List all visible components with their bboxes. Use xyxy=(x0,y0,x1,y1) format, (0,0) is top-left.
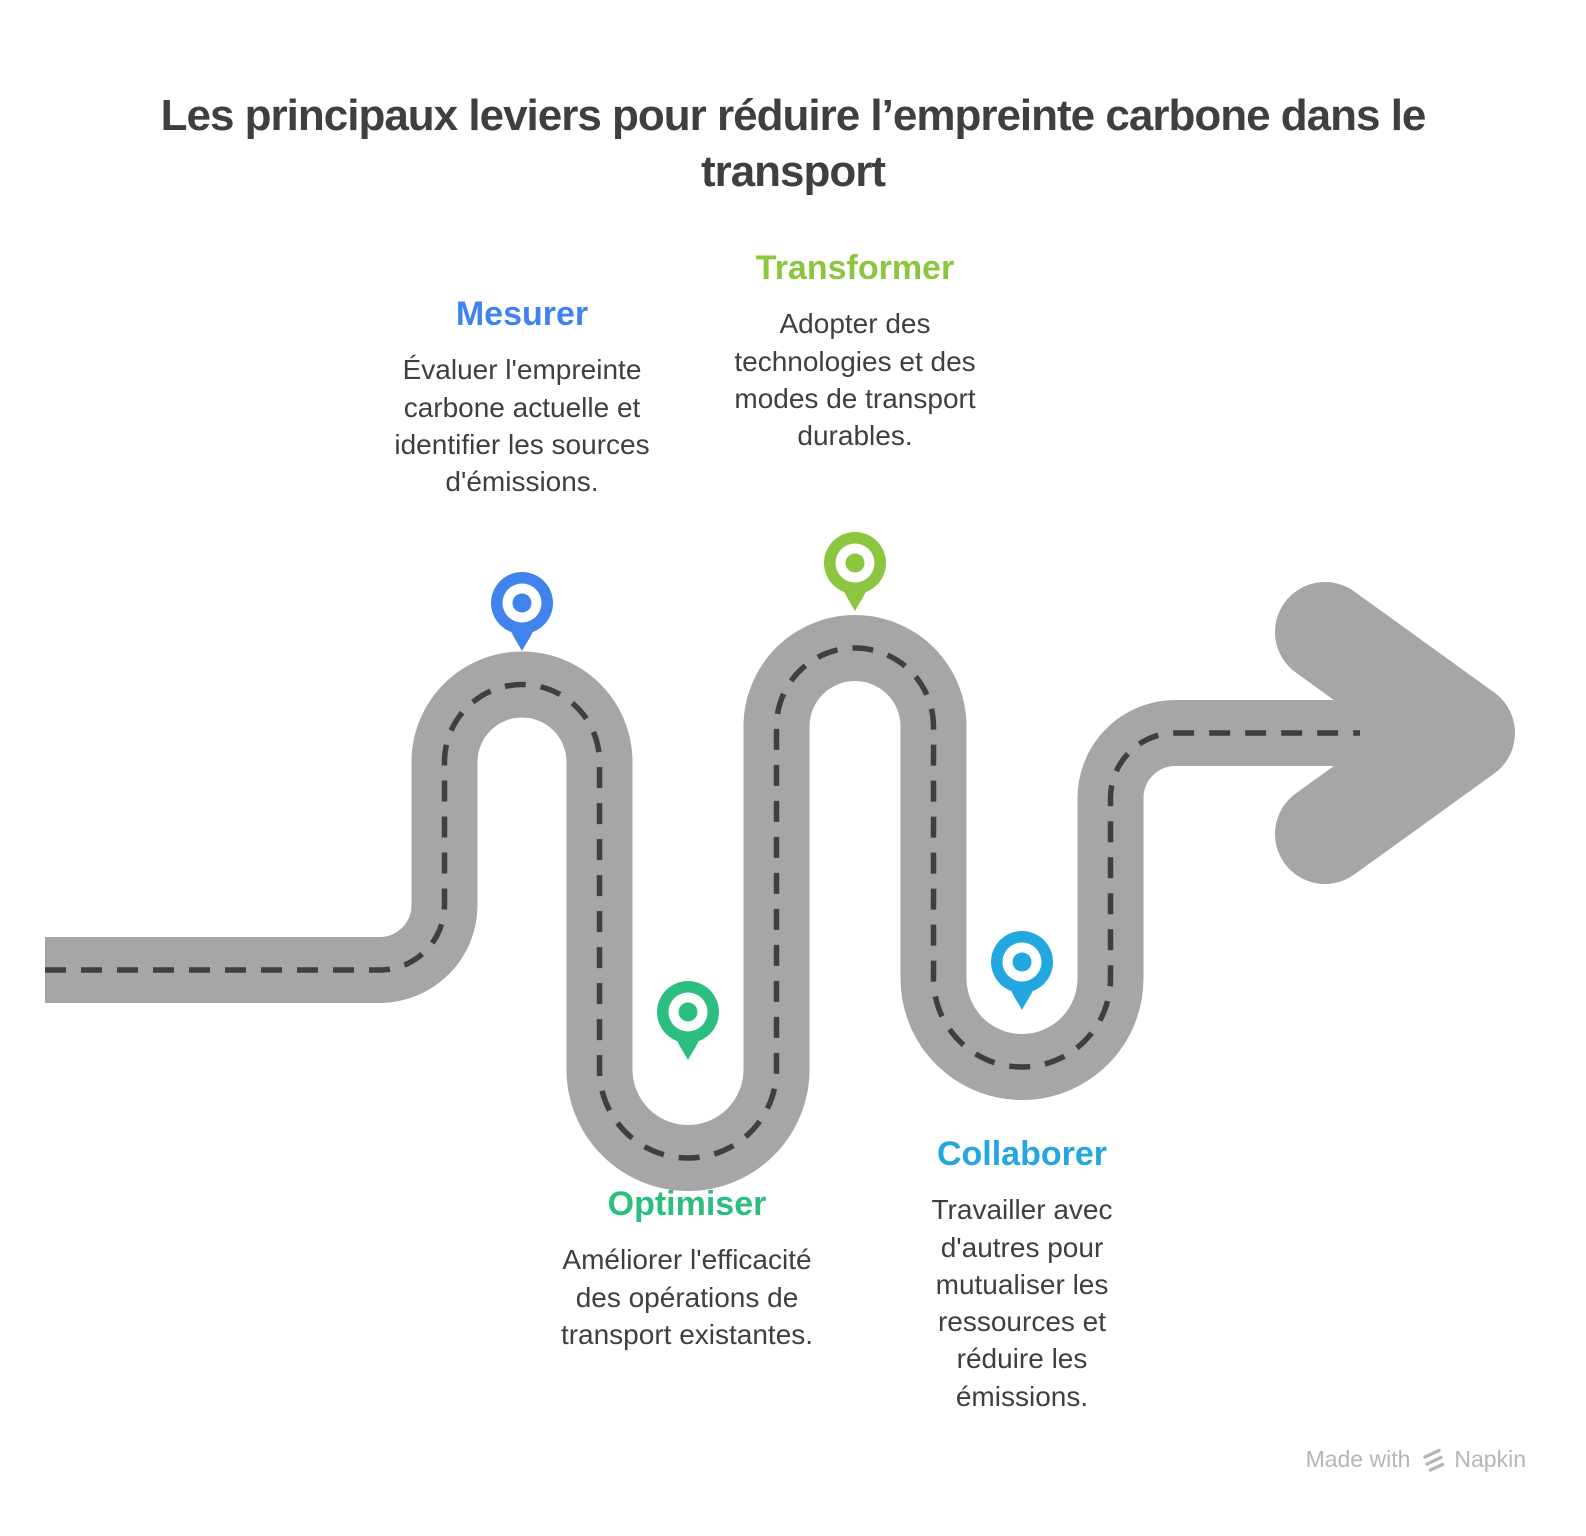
pin-dot xyxy=(512,593,532,613)
map-pin-icon-mesurer xyxy=(491,572,553,651)
step-title-mesurer: Mesurer xyxy=(455,295,589,333)
step-title-optimiser: Optimiser xyxy=(607,1185,767,1223)
step-block-mesurer: Mesurer Évaluer l'empreinte carbone actu… xyxy=(352,295,692,500)
road-path xyxy=(45,615,1400,1191)
step-title-transformer: Transformer xyxy=(755,249,955,287)
made-with-napkin-watermark[interactable]: Made with Napkin xyxy=(1306,1446,1526,1473)
map-pin-icon-transformer xyxy=(824,532,886,611)
pin-dot xyxy=(1012,952,1032,972)
made-with-label: Made with xyxy=(1305,1446,1411,1472)
page-title: Les principaux leviers pour réduire l’em… xyxy=(160,91,1427,197)
map-pin-icon-optimiser xyxy=(657,981,719,1060)
step-block-collaborer: Collaborer Travailler avec d'autres pour… xyxy=(852,1135,1192,1415)
arrow-head-icon xyxy=(1275,582,1515,884)
step-title-collaborer: Collaborer xyxy=(936,1135,1108,1173)
pin-dot xyxy=(678,1002,698,1022)
napkin-logo-icon xyxy=(1423,1448,1445,1472)
step-block-optimiser: Optimiser Améliorer l'efficacité des opé… xyxy=(517,1185,857,1353)
step-description-transformer: Adopter des technologies et des modes de… xyxy=(734,308,976,452)
step-description-optimiser: Améliorer l'efficacité des opérations de… xyxy=(560,1244,814,1350)
road-center-dashed-line xyxy=(45,645,1360,1161)
napkin-brand-label: Napkin xyxy=(1454,1446,1526,1472)
step-block-transformer: Transformer Adopter des technologies et … xyxy=(685,249,1025,454)
step-description-collaborer: Travailler avec d'autres pour mutualiser… xyxy=(931,1194,1113,1412)
map-pin-icon-collaborer xyxy=(991,931,1053,1010)
step-description-mesurer: Évaluer l'empreinte carbone actuelle et … xyxy=(394,354,650,498)
pin-dot xyxy=(845,553,865,573)
